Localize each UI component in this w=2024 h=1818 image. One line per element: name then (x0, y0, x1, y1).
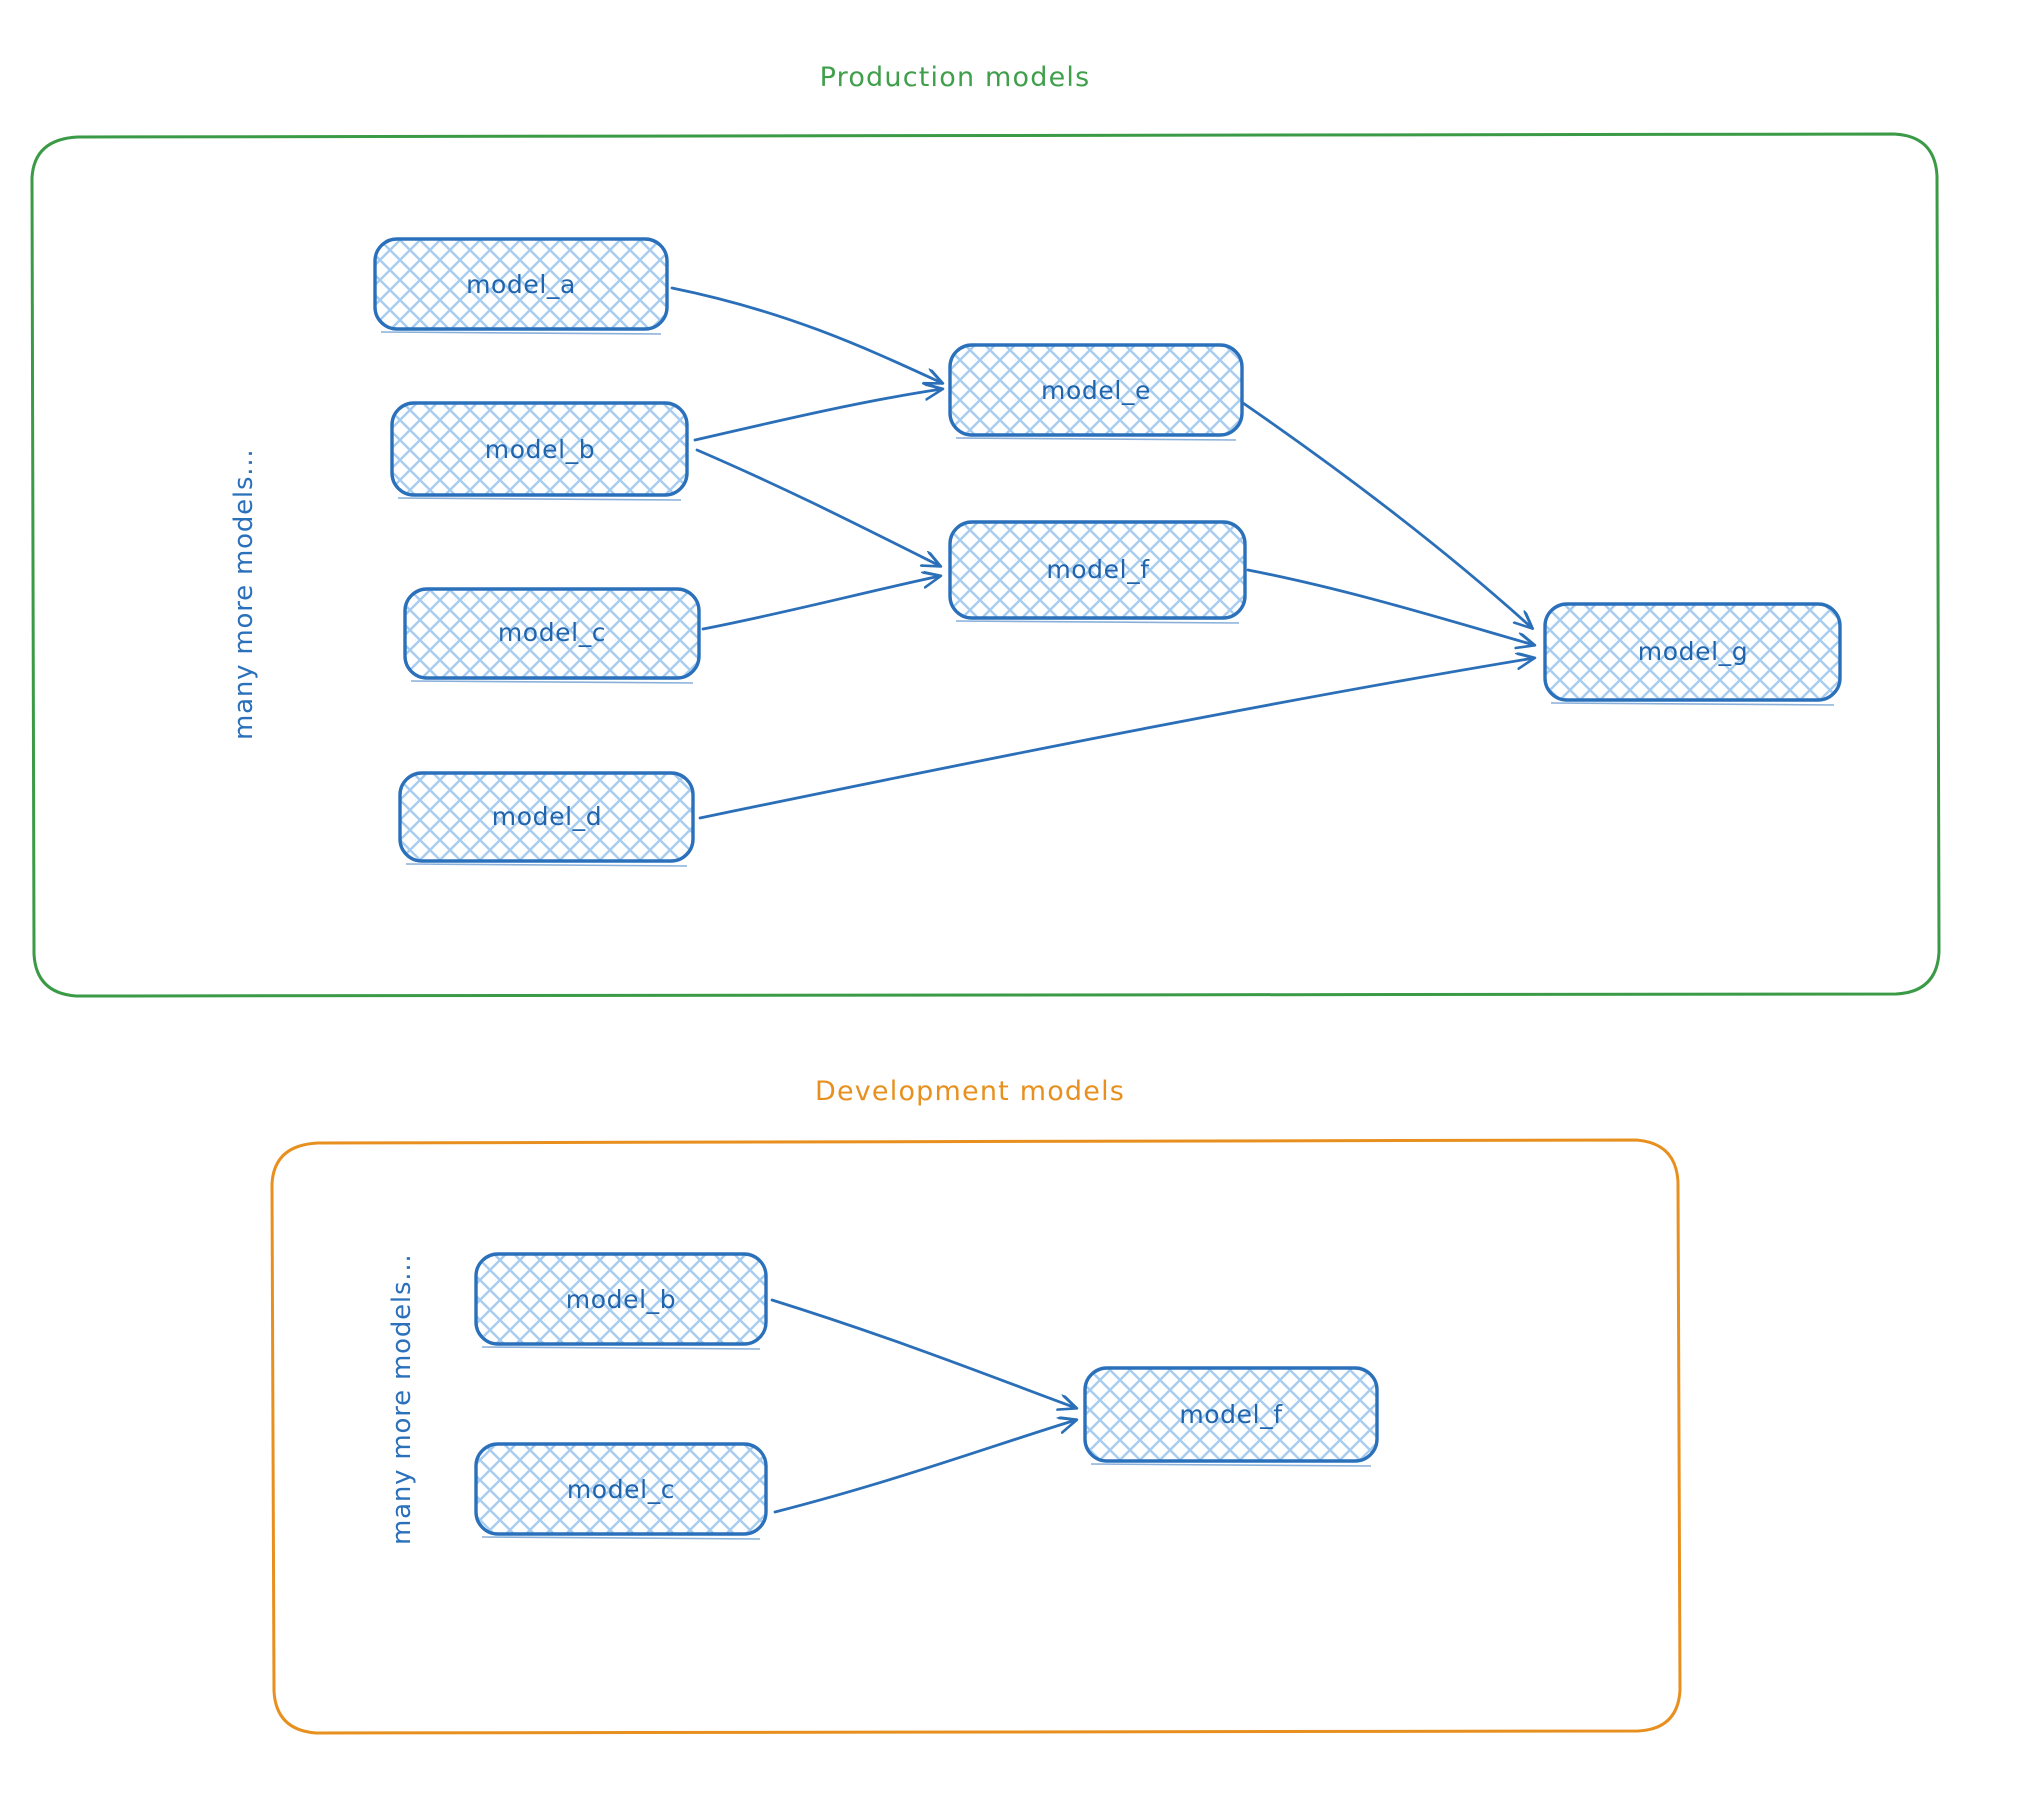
development-group-title: Development models (815, 1076, 1125, 1107)
node-model-b[interactable]: model_b (390, 401, 689, 501)
node-dev-model-b-sketch-line (481, 1346, 761, 1350)
edge-model-b-to-model-f (695, 448, 940, 566)
node-model-c[interactable]: model_c (403, 587, 701, 684)
node-model-a-label: model_a (466, 270, 576, 299)
node-dev-model-f-box[interactable] (1083, 1366, 1379, 1463)
node-model-g-label: model_g (1638, 637, 1748, 666)
node-model-d-box[interactable] (398, 771, 695, 863)
node-dev-model-b-box[interactable] (474, 1252, 768, 1346)
node-model-c-label: model_c (498, 618, 606, 647)
node-model-e[interactable]: model_e (948, 343, 1244, 441)
node-model-d[interactable]: model_d (398, 771, 695, 867)
node-model-a-box[interactable] (373, 237, 669, 331)
production-group-border (30, 132, 1941, 998)
node-model-f-sketch-line (955, 620, 1240, 624)
node-model-d-label: model_d (492, 802, 602, 831)
edge-model-e-to-model-g (1241, 401, 1532, 628)
node-model-f[interactable]: model_f (948, 520, 1247, 624)
node-dev-model-f-label: model_f (1179, 1400, 1283, 1429)
edge-model-f-to-model-g (1246, 568, 1534, 645)
node-dev-model-f-sketch-line (1090, 1463, 1372, 1467)
node-model-b-sketch-line (397, 497, 682, 501)
development-edges (770, 1298, 1076, 1514)
node-model-e-box[interactable] (948, 343, 1244, 437)
node-model-g-box[interactable] (1543, 602, 1842, 702)
edge-model-b-to-model-e (693, 389, 942, 442)
node-dev-model-c[interactable]: model_c (474, 1442, 768, 1540)
development-side-label: many more models... (387, 1253, 417, 1545)
node-model-e-label: model_e (1041, 376, 1151, 405)
edge-model-d-to-model-g (698, 658, 1534, 820)
development-group: Development models many more models... m… (270, 1076, 1682, 1735)
production-side-label: many more models... (229, 448, 259, 740)
node-dev-model-b[interactable]: model_b (474, 1252, 768, 1350)
node-dev-model-c-sketch-line (481, 1536, 761, 1540)
node-model-f-label: model_f (1046, 555, 1150, 584)
development-group-border (270, 1138, 1682, 1735)
node-model-d-sketch-line (405, 863, 688, 867)
production-group-title: Production models (820, 62, 1091, 93)
node-dev-model-c-label: model_c (567, 1475, 675, 1504)
node-dev-model-f[interactable]: model_f (1083, 1366, 1379, 1467)
node-model-g[interactable]: model_g (1543, 602, 1842, 706)
node-model-c-sketch-line (410, 680, 694, 684)
dev-edge-model-c-to-model-f (773, 1420, 1076, 1514)
dev-edge-model-b-to-model-f (770, 1298, 1076, 1408)
node-dev-model-c-box[interactable] (474, 1442, 768, 1536)
production-group: Production models many more models... mo… (30, 62, 1941, 998)
node-model-e-sketch-line (955, 437, 1237, 441)
node-dev-model-b-label: model_b (566, 1285, 676, 1314)
production-edges (670, 286, 1534, 820)
node-model-b-label: model_b (485, 435, 595, 464)
node-model-c-box[interactable] (403, 587, 701, 680)
node-model-g-sketch-line (1550, 702, 1835, 706)
node-model-a-sketch-line (380, 331, 662, 335)
node-model-b-box[interactable] (390, 401, 689, 497)
edge-model-c-to-model-f (701, 576, 940, 631)
edge-model-a-to-model-e (670, 286, 942, 383)
node-model-a[interactable]: model_a (373, 237, 669, 335)
node-model-f-box[interactable] (948, 520, 1247, 620)
